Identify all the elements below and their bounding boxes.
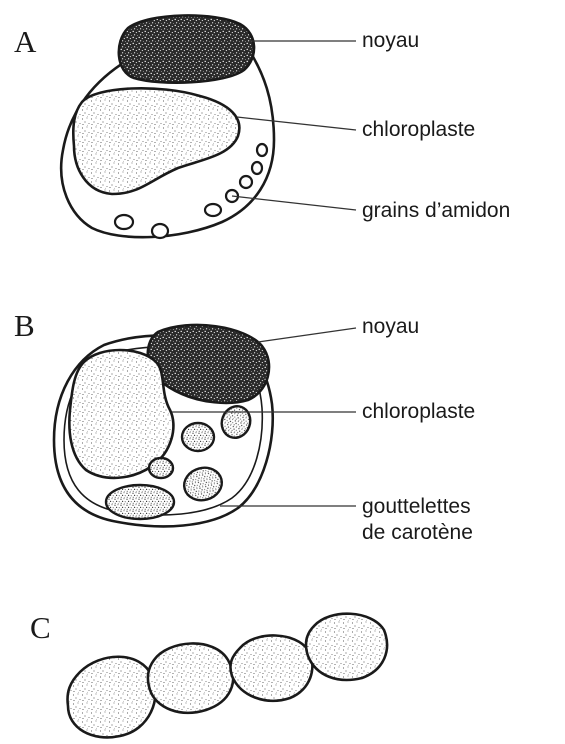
panel-a-nucleus (119, 15, 254, 82)
panel-a-label-chloroplaste: chloroplaste (362, 117, 475, 143)
panel-b-letter: B (14, 310, 35, 341)
panel-b-cell (54, 325, 273, 526)
panel-b-label-gouttelettes: gouttelettes de carotène (362, 494, 473, 546)
panel-c-cell-1 (68, 657, 156, 738)
panel-c-cell-3 (230, 635, 312, 700)
panel-a-letter: A (14, 26, 36, 57)
panel-a-cell (61, 15, 274, 238)
panel-a-label-noyau: noyau (362, 28, 419, 54)
panel-c-cell-4 (306, 614, 387, 680)
panel-c-cell-2 (148, 643, 233, 712)
panel-b-label-chloroplaste: chloroplaste (362, 399, 475, 425)
panel-c-filament (68, 614, 388, 738)
panel-c-letter: C (30, 612, 51, 643)
panel-a-label-grains: grains d’amidon (362, 198, 510, 224)
panel-b-label-gouttelettes-line1: gouttelettes (362, 494, 473, 520)
panel-b-label-noyau: noyau (362, 314, 419, 340)
panel-b-label-gouttelettes-line2: de carotène (362, 520, 473, 546)
